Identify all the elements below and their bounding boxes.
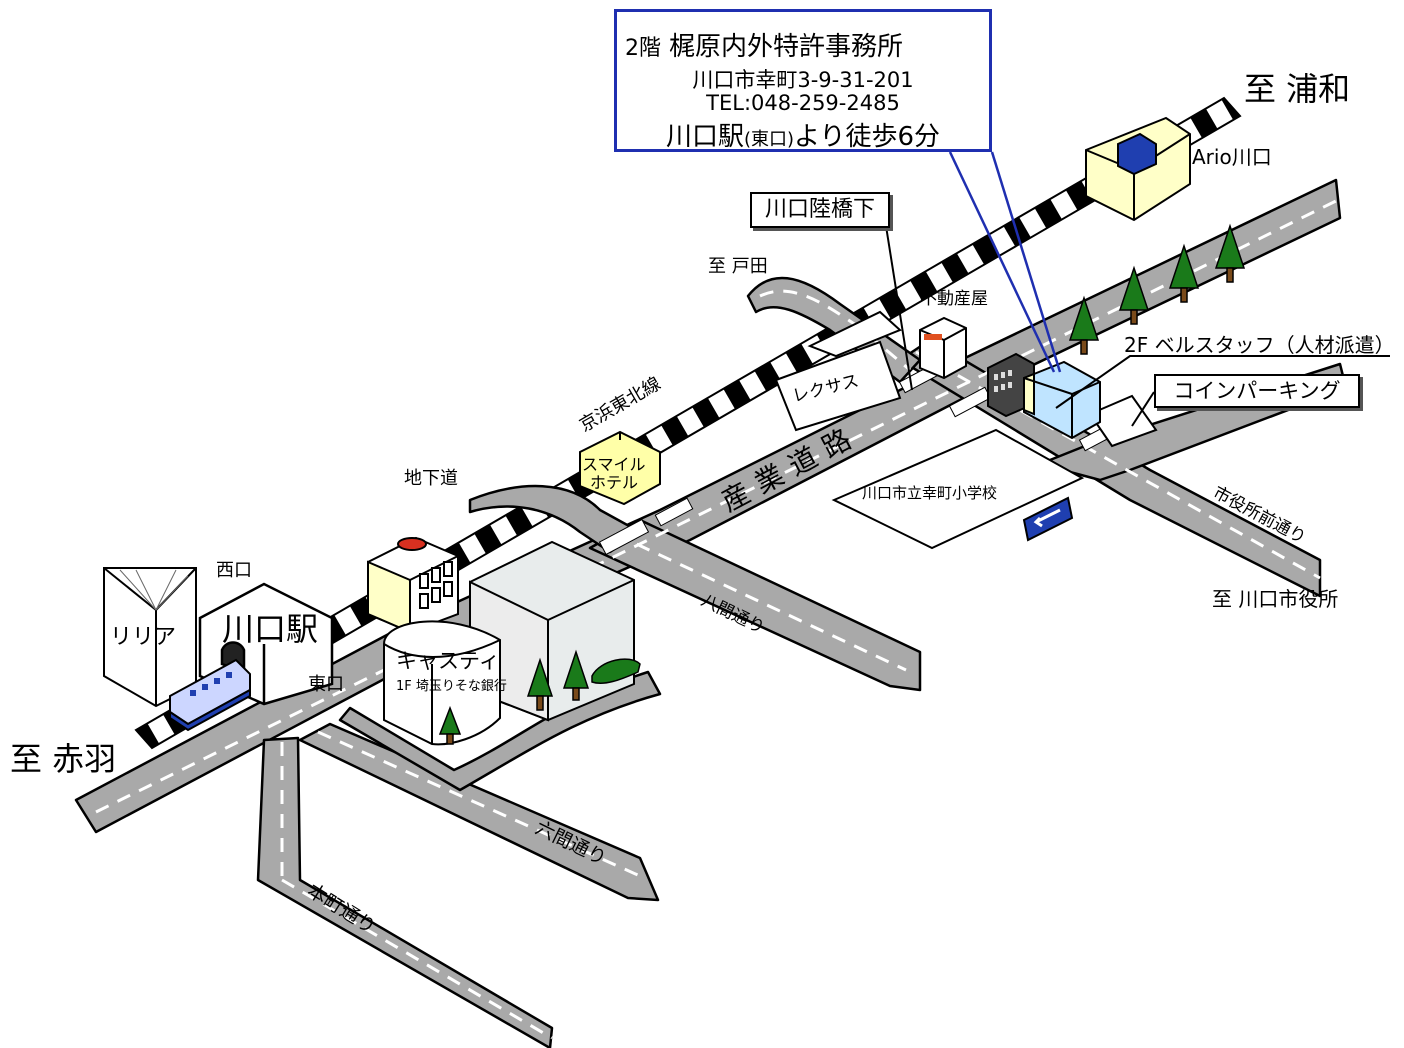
one-way-sign xyxy=(1022,496,1074,542)
office-title: 2階梶原内外特許事務所 xyxy=(625,26,903,63)
office-address: 川口市幸町3-9-31-201 xyxy=(692,68,914,92)
label-bellstaff: 2F ベルスタッフ（人材派遣） xyxy=(1124,333,1395,357)
lots xyxy=(774,310,1158,550)
ario-building xyxy=(1085,116,1191,222)
lot-school xyxy=(831,428,1085,550)
tree-icon xyxy=(562,649,590,701)
tree-icon xyxy=(526,657,554,711)
office-access: 川口駅(東口)より徒歩6分 xyxy=(617,116,989,153)
lot-lexus-back xyxy=(807,310,902,358)
tree-icon xyxy=(438,705,462,745)
label-chikado: 地下道 xyxy=(404,468,458,489)
tree-icon xyxy=(1068,295,1100,355)
department-store xyxy=(367,536,459,634)
tree-icon xyxy=(1168,243,1200,303)
rikkyo-shita-tag: 川口陸橋下 xyxy=(750,192,890,228)
train xyxy=(169,658,251,732)
pointer-lines-black xyxy=(885,225,1390,427)
label-higashiguchi: 東口 xyxy=(308,674,344,695)
label-keihin-tohoku: 京浜東北線 xyxy=(576,373,664,436)
tree-icon xyxy=(1118,265,1150,325)
office-info-box: 2階梶原内外特許事務所 川口市幸町3-9-31-201 TEL:048-259-… xyxy=(614,9,992,152)
lot-lexus xyxy=(774,340,902,432)
office-buildings xyxy=(987,352,1101,440)
lot-coin-parking xyxy=(1088,394,1158,448)
label-resona: 1F 埼玉りそな銀行 xyxy=(396,679,507,694)
label-fudosan: 不動産屋 xyxy=(920,289,988,309)
label-riria: リリア xyxy=(110,625,176,650)
office-walk-time: より徒歩6分 xyxy=(794,122,941,152)
trees xyxy=(438,223,1246,745)
label-nishiguchi: 西口 xyxy=(216,560,252,581)
office-station-exit: (東口) xyxy=(743,129,795,150)
shrub-icon xyxy=(591,658,641,684)
fudosan-building xyxy=(919,316,967,380)
riria-building xyxy=(103,567,197,708)
label-urawa: 至 浦和 xyxy=(1244,70,1350,108)
label-akabane: 至 赤羽 xyxy=(10,740,116,778)
tree-icon xyxy=(1214,223,1246,283)
pointer-lines xyxy=(948,151,1062,373)
label-ario: Ario川口 xyxy=(1192,145,1272,169)
coin-parking-tag: コインパーキング xyxy=(1154,374,1360,408)
label-school: 川口市立幸町小学校 xyxy=(862,484,997,502)
office-name: 梶原内外特許事務所 xyxy=(669,32,904,62)
label-smile-hotel-2: ホテル xyxy=(590,473,638,492)
label-toda: 至 戸田 xyxy=(708,256,768,277)
office-floor: 2階 xyxy=(625,36,661,61)
target-office-building xyxy=(1023,360,1101,440)
office-station: 川口駅 xyxy=(665,122,744,152)
road-rokken xyxy=(298,722,660,902)
smile-hotel-building xyxy=(579,430,661,506)
road-honcho xyxy=(256,736,554,1048)
label-casty: キャスティ xyxy=(396,649,500,673)
label-smile-hotel-1: スマイル xyxy=(582,455,646,474)
casty-building xyxy=(383,620,501,746)
label-city-hall: 至 川口市役所 xyxy=(1212,587,1338,611)
label-station: 川口駅 xyxy=(222,610,318,648)
office-tel: TEL:048-259-2485 xyxy=(706,91,900,115)
